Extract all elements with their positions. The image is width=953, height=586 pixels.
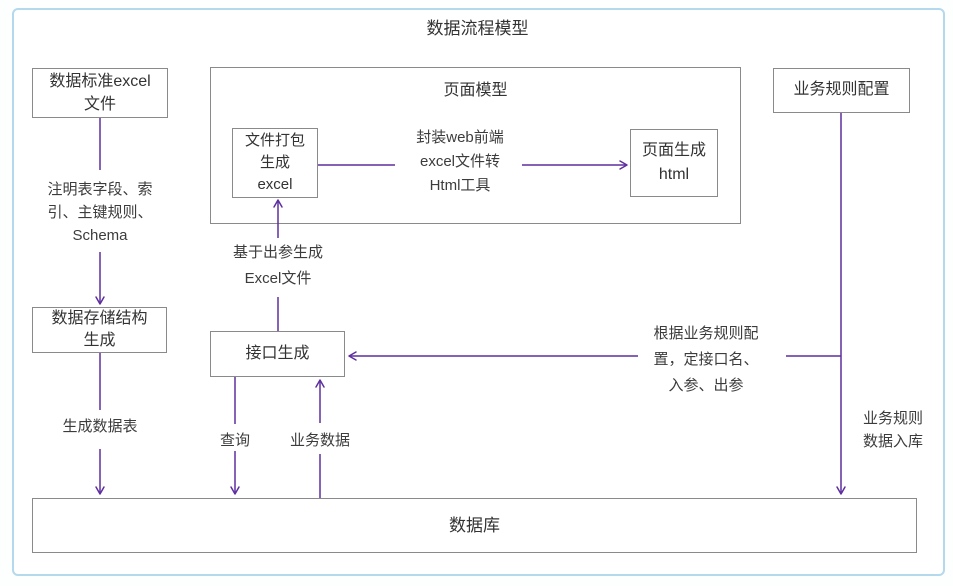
label-business-data: 业务数据 <box>289 432 350 449</box>
label-query: 查询 <box>219 432 250 449</box>
node-database: 数据库 <box>32 498 917 553</box>
label-table-fields-note: 注明表字段、索 引、主键规则、 Schema <box>47 181 153 244</box>
label-excel-from-output-params: 基于出参生成 Excel文件 <box>232 244 323 287</box>
node-file-pack-gen-excel: 文件打包 生成 excel <box>232 128 318 198</box>
node-data-storage-structure-gen: 数据存储结构 生成 <box>32 307 167 353</box>
label-web-excel-to-html-tool: 封装web前端 excel文件转 Html工具 <box>416 129 504 194</box>
node-api-gen: 接口生成 <box>210 331 345 377</box>
label-gen-data-table: 生成数据表 <box>62 418 138 435</box>
node-page-gen-html: 页面生成 html <box>630 129 718 197</box>
label-business-rule-into-db: 业务规则 数据入库 <box>862 410 923 450</box>
page-model-title: 页面模型 <box>443 82 508 99</box>
node-business-rule-config: 业务规则配置 <box>773 68 910 113</box>
label-rule-config-to-api: 根据业务规则配 置，定接口名、 入参、出参 <box>653 325 759 394</box>
diagram-title: 数据流程模型 <box>426 19 529 38</box>
node-data-standard-excel-file: 数据标准excel 文件 <box>32 68 168 118</box>
